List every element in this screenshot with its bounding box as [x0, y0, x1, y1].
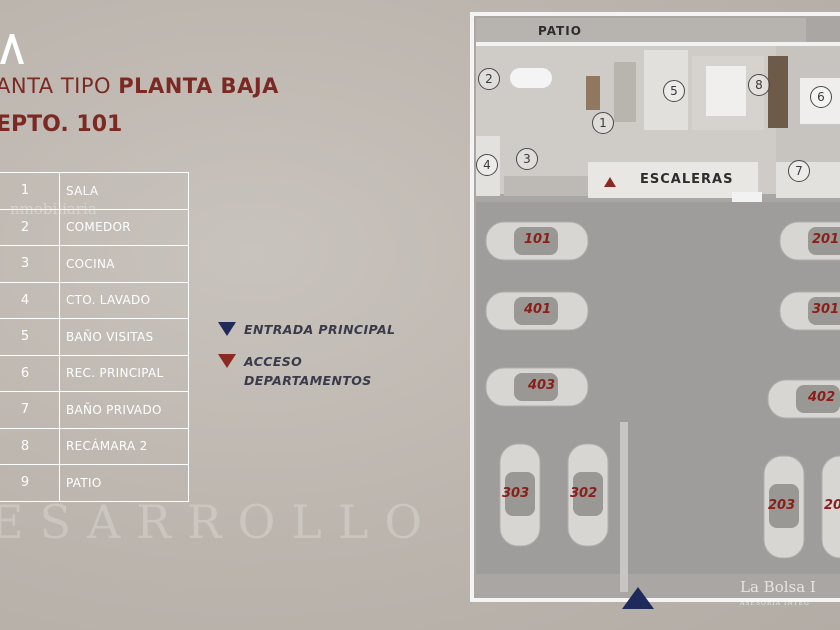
watermark-desarrollos: ESARROLLO	[0, 495, 439, 549]
key-entrance: ENTRADA PRINCIPAL	[218, 320, 395, 339]
legend-label: PATIO	[59, 464, 189, 502]
car-20x: 20	[818, 454, 840, 564]
red-triangle-icon	[218, 354, 236, 368]
page-subtitle: EPTO. 101	[0, 112, 123, 137]
room-number-4: 4	[476, 154, 498, 176]
legend-num: 2	[0, 208, 60, 246]
car-402: 402	[766, 376, 840, 426]
patio-strip	[476, 18, 806, 42]
legend-num: 5	[0, 318, 60, 356]
key-entrance-label: ENTRADA PRINCIPAL	[244, 322, 396, 337]
room-number-6: 6	[810, 86, 832, 108]
brand-logo-icon	[0, 34, 24, 64]
key-access-label: ACCESO DEPARTAMENTOS	[244, 352, 372, 390]
title-bold: PLANTA BAJA	[118, 74, 279, 98]
brand-watermark: La Bolsa I	[740, 578, 816, 596]
car-403: 403	[484, 364, 590, 414]
legend-label: COCINA	[59, 245, 189, 283]
car-303: 303	[496, 442, 544, 552]
bed	[706, 66, 746, 116]
car-301: 301	[778, 288, 840, 338]
legend-label: REC. PRINCIPAL	[59, 354, 189, 392]
parking-label-302: 302	[570, 486, 598, 501]
room-number-1: 1	[592, 112, 614, 134]
stairs-access-triangle-icon	[604, 177, 616, 187]
parking-label-403: 403	[528, 378, 556, 393]
floor-plan: PATIO ESCALERAS 1 2 3 4 5 6 7 8 101 201 …	[470, 12, 840, 609]
key-access: ACCESO DEPARTAMENTOS	[218, 352, 372, 390]
dining-table	[510, 68, 552, 88]
legend-num: 3	[0, 245, 60, 283]
parking-label-203: 203	[768, 498, 796, 513]
room-number-3: 3	[516, 148, 538, 170]
navy-triangle-icon	[218, 322, 236, 336]
parking-label-301: 301	[812, 302, 840, 317]
parking-label-402: 402	[808, 390, 836, 405]
legend-label: COMEDOR	[59, 208, 189, 246]
stair-hall	[588, 162, 758, 198]
legend-label: RECÁMARA 2	[59, 427, 189, 465]
car-302: 302	[564, 442, 612, 552]
car-201: 201	[778, 218, 840, 268]
legend-num: 8	[0, 427, 60, 465]
ramp-line	[620, 422, 628, 592]
parking-label-303: 303	[502, 486, 530, 501]
key-access-line1: ACCESO	[244, 354, 303, 369]
legend-num: 4	[0, 281, 60, 319]
page-title: ANTA TIPO PLANTA BAJA	[0, 74, 279, 98]
parking-label-201: 201	[812, 232, 840, 247]
legend-num: 7	[0, 391, 60, 429]
car-101: 101	[484, 218, 590, 268]
room-number-8: 8	[748, 74, 770, 96]
room-number-7: 7	[788, 160, 810, 182]
key-access-line2: DEPARTAMENTOS	[244, 373, 372, 388]
parking-label-20x: 20	[824, 498, 840, 513]
legend-label: BAÑO PRIVADO	[59, 391, 189, 429]
closet	[768, 56, 788, 128]
sofa	[614, 62, 636, 122]
legend-label: CTO. LAVADO	[59, 281, 189, 319]
main-entrance-triangle-icon	[622, 587, 654, 609]
legend-num: 6	[0, 354, 60, 392]
legend-label: BAÑO VISITAS	[59, 318, 189, 356]
coffee-table	[586, 76, 600, 110]
car-203: 203	[760, 454, 808, 564]
room-number-5: 5	[663, 80, 685, 102]
title-prefix: ANTA TIPO	[0, 74, 119, 98]
car-401: 401	[484, 288, 590, 338]
stairs-label: ESCALERAS	[640, 172, 734, 187]
room-number-2: 2	[478, 68, 500, 90]
legend-num: 9	[0, 464, 60, 502]
parking-label-101: 101	[524, 232, 552, 247]
kitchen-counter	[504, 176, 588, 196]
legend-label: SALA	[59, 172, 189, 210]
parking-label-401: 401	[524, 302, 552, 317]
patio-wall	[476, 42, 840, 46]
brand-watermark-sub: ASESORIA INTEG	[740, 600, 810, 607]
patio-label: PATIO	[538, 24, 582, 38]
legend-num: 1	[0, 172, 60, 210]
